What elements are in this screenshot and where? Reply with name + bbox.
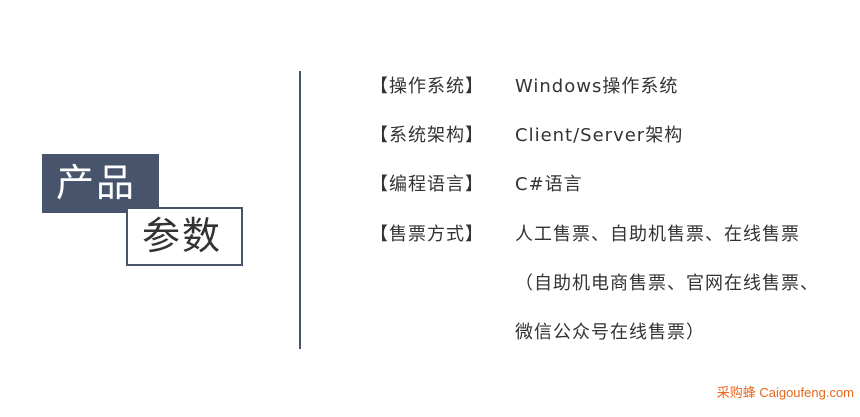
param-value: Windows操作系统 [515,76,679,97]
param-key: 【操作系统】 [370,76,484,97]
param-key: 【系统架构】 [370,125,484,146]
param-value-continued: 微信公众号在线售票） [515,322,705,343]
param-value: Client/Server架构 [515,125,684,146]
title-line-1: 产品 [42,154,159,213]
watermark: 采购蜂 Caigoufeng.com [716,385,854,400]
title-line-2: 参数 [126,207,243,266]
param-value: C#语言 [515,174,583,195]
vertical-divider [299,71,301,349]
param-value: 人工售票、自助机售票、在线售票 [515,224,800,245]
param-key: 【售票方式】 [370,224,484,245]
param-value-continued: （自助机电商售票、官网在线售票、 [515,273,819,294]
product-params-title: 产品 参数 [0,0,300,417]
param-key: 【编程语言】 [370,174,484,195]
